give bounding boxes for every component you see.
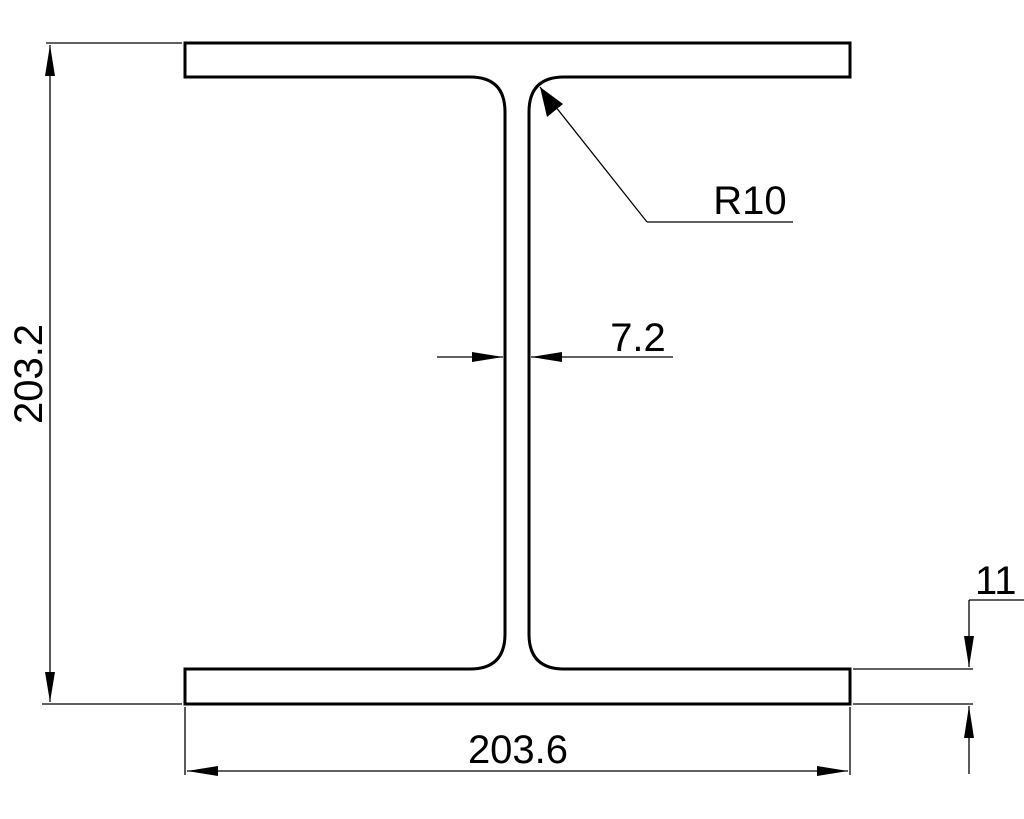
web-thickness-label: 7.2 <box>610 316 666 360</box>
arrow-down-icon <box>45 672 55 702</box>
arrow-up-icon <box>45 45 55 76</box>
height-label: 203.2 <box>7 324 51 424</box>
arrow-right-icon <box>817 766 848 776</box>
arrow-up-icon <box>964 706 974 738</box>
arrow-icon <box>540 87 563 117</box>
fillet-radius-leader: R10 <box>539 86 793 223</box>
width-label: 203.6 <box>468 728 568 772</box>
arrow-right-icon <box>472 352 503 362</box>
width-dimension: 203.6 <box>184 707 851 776</box>
radius-label: R10 <box>713 179 786 223</box>
web-thickness-dimension: 7.2 <box>437 316 673 362</box>
leader-line <box>539 86 648 223</box>
i-beam-profile <box>183 41 852 706</box>
arrow-left-icon <box>187 766 218 776</box>
arrow-left-icon <box>531 352 562 362</box>
height-dimension: 203.2 <box>7 42 182 705</box>
arrow-down-icon <box>964 636 974 667</box>
flange-thickness-dimension: 11 <box>853 559 1024 774</box>
flange-thickness-label: 11 <box>975 559 1017 603</box>
